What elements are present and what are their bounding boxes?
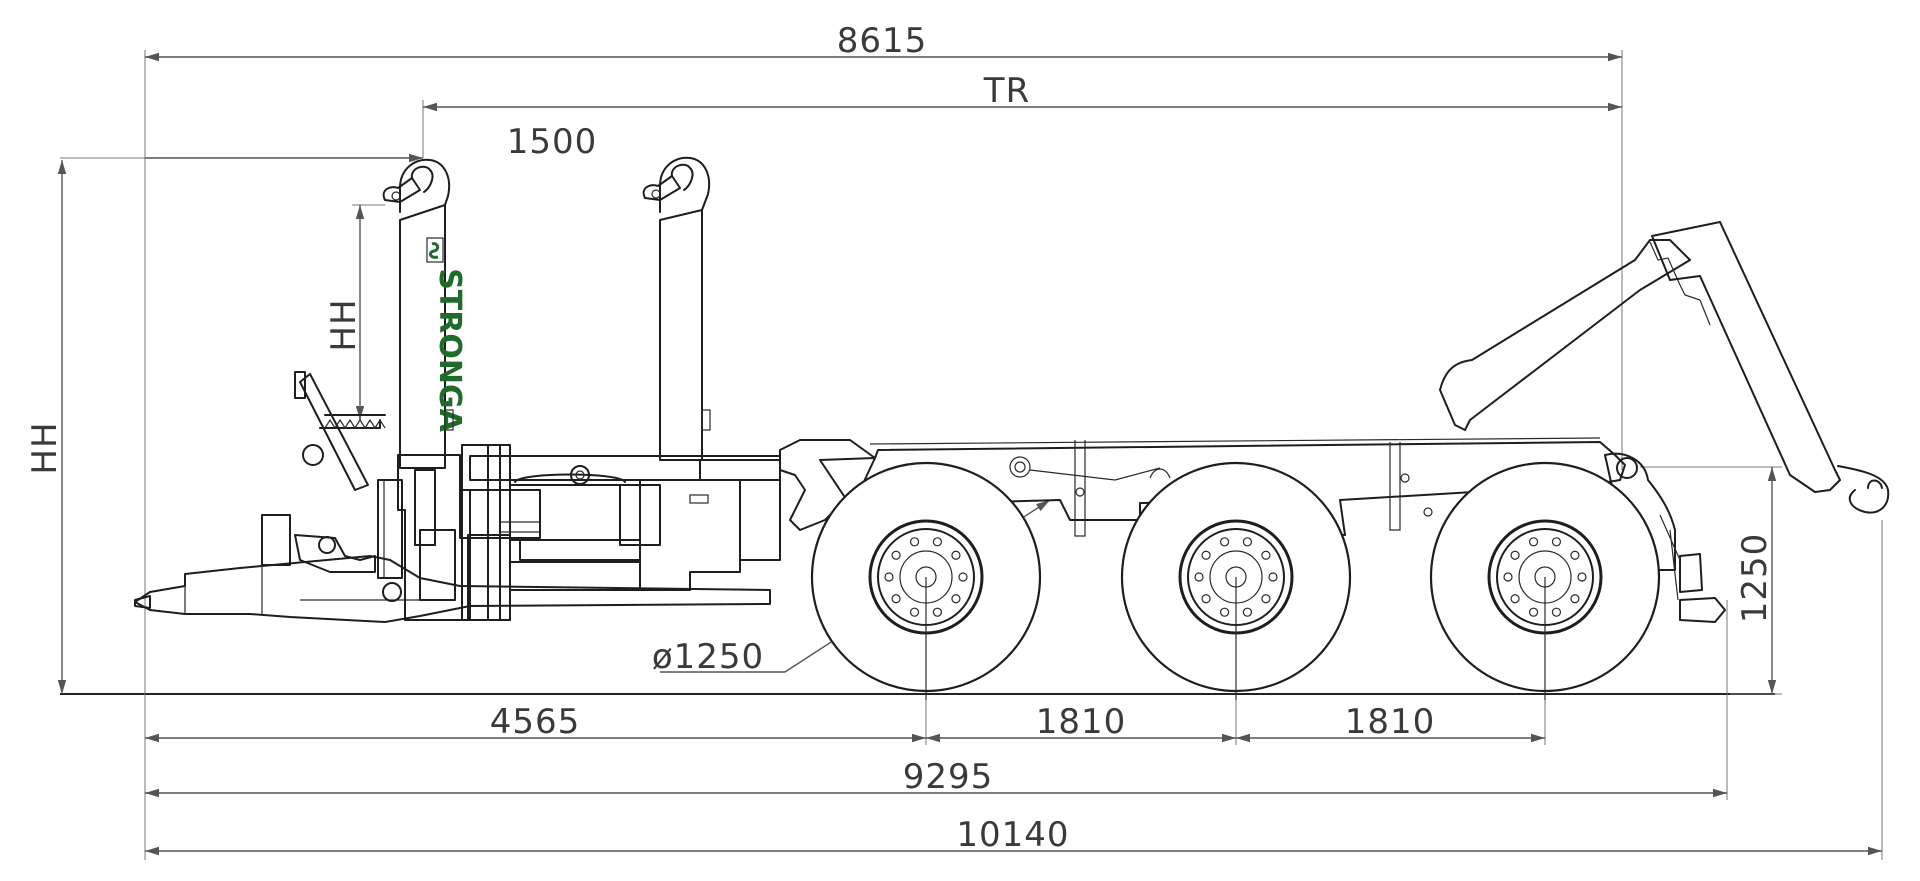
hook-arm-rear-stand — [642, 156, 711, 461]
wheel-bolt — [932, 537, 943, 547]
dim-axle-spacing-1: 1810 — [1036, 702, 1127, 742]
dim-axle-spacing-2: 1810 — [1345, 702, 1436, 742]
dim-hook-span: 1500 — [507, 122, 598, 162]
wheel-bolt — [1219, 537, 1230, 547]
wheel-bolt — [1528, 607, 1539, 617]
dim-wheel-diameter: ø1250 — [652, 637, 764, 677]
dim-front-axle: 4565 — [490, 702, 581, 742]
brand-logo-icon — [426, 237, 444, 263]
front-frame — [319, 414, 781, 621]
dimension-lines — [57, 50, 1883, 860]
dim-overall-top: 8615 — [837, 21, 928, 61]
wheel-bolt — [1242, 537, 1253, 547]
hook-arm-front: STRONGA — [382, 158, 467, 469]
chassis — [779, 437, 1726, 623]
wheel-bolt — [1261, 550, 1271, 560]
wheel-bolts — [884, 537, 1587, 617]
wheel-bolt — [958, 572, 968, 582]
wheel-bolt — [1201, 550, 1211, 560]
dim-length-inner: 9295 — [903, 757, 994, 797]
wheel-bolt — [1503, 572, 1513, 582]
wheel-bolt — [1551, 537, 1562, 547]
wheel-bolt — [1261, 594, 1271, 604]
wheel-bolt — [1268, 572, 1278, 582]
wheel-bolt — [932, 607, 943, 617]
wheel-bolt — [891, 550, 901, 560]
wheel-bolt — [1510, 594, 1520, 604]
wheel-bolt — [951, 550, 961, 560]
wheel-bolt — [909, 607, 920, 617]
wheel-bolt — [891, 594, 901, 604]
dim-hh-large: HH — [25, 421, 65, 474]
wheel-bolt — [909, 537, 920, 547]
drawbar — [134, 371, 771, 623]
brand-model-text: STRONGA — [432, 268, 467, 432]
wheel-bolt — [1551, 607, 1562, 617]
hook-arm-rear-raised — [1439, 221, 1890, 514]
wheel-bolt — [1201, 594, 1211, 604]
dim-length-total: 10140 — [956, 815, 1069, 855]
wheel-bolt — [1528, 537, 1539, 547]
wheel-bolt — [1570, 594, 1580, 604]
wheel-bolt — [884, 572, 894, 582]
dim-hh-small: HH — [324, 298, 364, 351]
wheel-bolt — [1570, 550, 1580, 560]
wheel-bolt — [1219, 607, 1230, 617]
wheel-bolt — [1242, 607, 1253, 617]
wheel-bolt — [1577, 572, 1587, 582]
wheel-bolt — [1194, 572, 1204, 582]
wheel-bolt — [951, 594, 961, 604]
dim-ground-clearance: 1250 — [1735, 533, 1775, 624]
wheel-bolt — [1510, 550, 1520, 560]
dim-tr: TR — [983, 71, 1030, 111]
